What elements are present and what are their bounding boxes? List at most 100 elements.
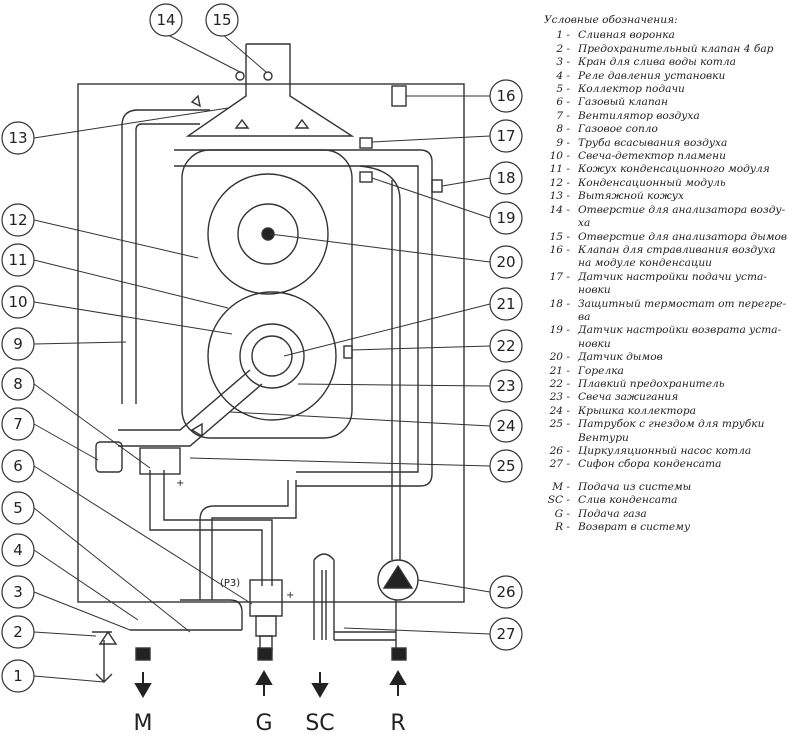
legend-number: 6 - — [556, 96, 570, 109]
callout-16 — [489, 79, 523, 113]
callout-14 — [149, 3, 183, 37]
callout-12-label: 12 — [8, 211, 27, 229]
legend-row: 4 - Реле давления установки — [544, 70, 790, 83]
legend-text: Датчик настройки подачи уста-новки — [578, 270, 767, 297]
thermal-fuse — [343, 345, 353, 359]
return-sensor — [359, 171, 373, 183]
legend-text: Подача газа — [578, 507, 647, 520]
gas-valve — [249, 579, 283, 617]
callout-15 — [205, 3, 239, 37]
legend-text: Подача из системы — [578, 480, 692, 493]
legend-number: 20 - — [549, 351, 570, 364]
legend-number: 18 - — [549, 297, 570, 310]
condensation-module — [207, 173, 329, 295]
legend-number: 3 - — [556, 56, 570, 69]
collector-pipe — [118, 369, 263, 447]
callout-8-label: 8 — [13, 375, 23, 393]
callout-12 — [1, 203, 35, 237]
callout-13-label: 13 — [8, 129, 27, 147]
legend-number: 11 - — [549, 163, 570, 176]
legend-number: 2 - — [556, 42, 570, 55]
callout-1 — [1, 659, 35, 693]
callout-22 — [489, 329, 523, 363]
legend-text: Возврат в систему — [578, 521, 691, 534]
legend-text: Датчик дымов — [578, 351, 663, 364]
arrow-up-r-icon — [389, 670, 407, 696]
boiler-diagram: 1 2 3 4 5 6 7 8 9 10 11 12 13 14 15 16 1… — [1, 3, 523, 736]
legend-number: 24 - — [549, 404, 570, 417]
callout-24 — [489, 409, 523, 443]
legend-number: M - — [552, 480, 570, 493]
legend-number: 5 - — [556, 83, 570, 96]
legend-row: 6 -Газовый клапан — [544, 96, 790, 109]
overheat-thermostat — [431, 179, 443, 193]
module-casing — [207, 291, 337, 421]
legend-row: 17 - Датчик настройки подачи уста-новки — [544, 271, 790, 298]
legend-row: 14 -Отверстие для анализатора возду-ха — [544, 204, 790, 231]
exhaust-hood — [185, 84, 355, 137]
legend-number: 7 - — [556, 109, 570, 122]
callout-9 — [1, 327, 35, 361]
legend-text: Патрубок с гнездом для трубки Вентури — [578, 418, 765, 444]
legend-text: Свеча зажигания — [578, 391, 679, 404]
callout-2-label: 2 — [13, 623, 23, 641]
legend-row: 13 -Вытяжной кожух — [544, 190, 790, 203]
callout-10 — [1, 285, 35, 319]
callout-23-label: 23 — [496, 377, 515, 395]
legend-text: Слив конденсата — [578, 494, 678, 507]
callout-8 — [1, 367, 35, 401]
legend-row: 7 -Вентилятор воздуха — [544, 110, 790, 123]
legend-text: Реле давления установки — [578, 69, 726, 82]
legend-row: 16 -Клапан для стравливания воздуха на м… — [544, 244, 790, 271]
legend-row: 23 - Свеча зажигания — [544, 391, 790, 404]
callout-15-label: 15 — [212, 11, 231, 29]
callout-20 — [489, 245, 523, 279]
legend-number: 17 - — [549, 270, 570, 283]
air-analyzer-port — [235, 71, 245, 81]
legend-text: Труба всасывания воздуха — [578, 136, 728, 149]
drain-funnel — [95, 640, 113, 683]
burner — [239, 323, 305, 389]
legend-row: R -Возврат в систему — [544, 521, 790, 534]
callout-1-label: 1 — [13, 667, 23, 685]
flow-sensor — [359, 137, 373, 149]
legend-number: 23 - — [549, 391, 570, 404]
legend-number: 10 - — [549, 150, 570, 163]
callout-10-label: 10 — [8, 293, 27, 311]
legend-number: 4 - — [556, 69, 570, 82]
legend-text: Отверстие для анализатора возду-ха — [578, 203, 786, 230]
supply-collector — [199, 480, 297, 600]
return-pipe — [359, 165, 401, 560]
legend-number: 13 - — [549, 190, 570, 203]
legend-row: 25 -Патрубок с гнездом для трубки Вентур… — [544, 418, 790, 445]
legend-row: 19 -Датчик настройки возврата уста-новки — [544, 324, 790, 351]
callout-27-label: 27 — [496, 625, 515, 643]
legend-text: Отверстие для анализатора дымов — [578, 230, 788, 243]
callout-6 — [1, 449, 35, 483]
legend-text: Клапан для стравливания воздуха на модул… — [578, 243, 776, 270]
legend-row: 15 -Отверстие для анализатора дымов — [544, 231, 790, 244]
legend-row: 3 -Кран для слива воды котла — [544, 56, 790, 69]
callout-25-label: 25 — [496, 457, 515, 475]
legend-number: 27 - — [549, 458, 570, 471]
legend-number: G - — [554, 507, 570, 520]
callout-9-label: 9 — [13, 335, 23, 353]
legend-row: 21 -Горелка — [544, 365, 790, 378]
legend: Условные обозначения: 1 -Сливная воронка… — [544, 14, 790, 534]
flue-chimney — [245, 43, 291, 84]
flue-analyzer-port — [263, 71, 273, 81]
legend-number: 22 - — [549, 377, 570, 390]
callout-17 — [489, 119, 523, 153]
legend-row: 5 -Коллектор подачи — [544, 83, 790, 96]
arrow-down-sc-icon — [311, 672, 329, 698]
callout-5-label: 5 — [13, 499, 23, 517]
legend-title: Условные обозначения: — [544, 14, 678, 26]
legend-text: Крышка коллектора — [578, 404, 696, 417]
port-r-label: R — [390, 711, 405, 736]
callout-18-label: 18 — [496, 169, 515, 187]
callout-4-label: 4 — [13, 541, 23, 559]
callout-5 — [1, 491, 35, 525]
